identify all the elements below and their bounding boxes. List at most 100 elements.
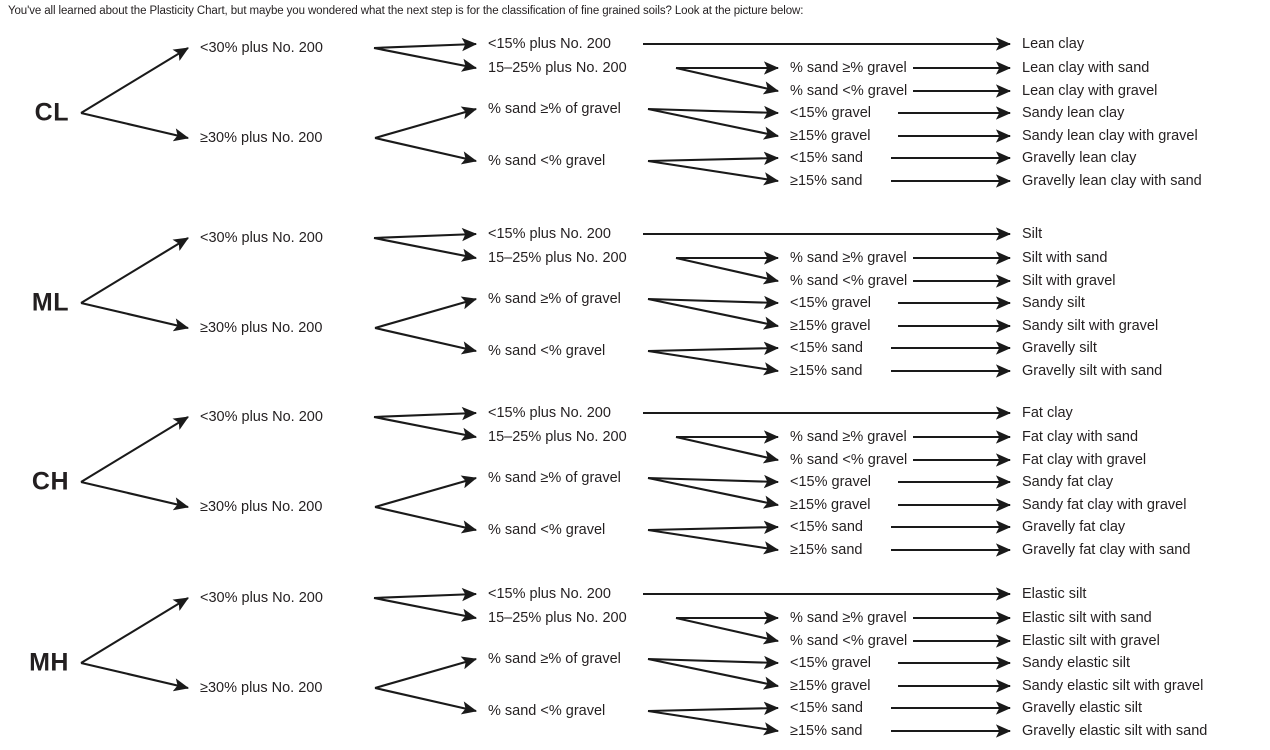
- block-ml-edge-c3-2-c4b: [647, 297, 780, 330]
- block-ch-edge-c2b-c3c: [374, 475, 478, 509]
- block-ml-col3-node-3: % sand <% gravel: [488, 342, 606, 359]
- block-mh-col4-node-2: <15% gravel: [790, 654, 872, 671]
- block-mh-edge-c3-2-c4a: [647, 655, 780, 670]
- block-mh-col4-node-1: % sand <% gravel: [790, 632, 908, 649]
- block-ml-leaf-5: Gravelly silt: [1022, 339, 1097, 356]
- block-ml-col4-node-3: ≥15% gravel: [790, 317, 871, 334]
- block-cl-col2-node-1: ≥30% plus No. 200: [200, 129, 323, 146]
- block-mh-col3-node-3: % sand <% gravel: [488, 702, 606, 719]
- block-mh-leaf-5: Gravelly elastic silt: [1022, 699, 1143, 716]
- block-ch-col4-node-2: <15% gravel: [790, 473, 872, 490]
- block-mh-leaf-6: Gravelly elastic silt with sand: [1022, 722, 1208, 739]
- block-ch-edge-c3-2-c4a: [647, 474, 780, 489]
- block-ch-leaf-6: Gravelly fat clay with sand: [1022, 541, 1191, 558]
- block-ml-edge-c3-3-c4a: [647, 341, 780, 355]
- block-ch-edge-c3-1-c4b: [675, 435, 780, 464]
- block-ml-leaf-0: Silt: [1022, 225, 1043, 242]
- block-ml-col4-node-0: % sand ≥% gravel: [790, 249, 907, 266]
- block-mh-leaf-0: Elastic silt: [1022, 585, 1087, 602]
- block-ch-leaf-1: Fat clay with sand: [1022, 428, 1139, 445]
- block-mh-edge-root-lower: [80, 661, 190, 692]
- block-ch-leaf-3: Sandy fat clay: [1022, 473, 1114, 490]
- block-cl-edge-c2b-c3c: [374, 106, 478, 140]
- block-ml-edge-root-lower: [80, 301, 190, 332]
- block-cl-leaf-1: Lean clay with sand: [1022, 59, 1150, 76]
- block-cl-col3-node-3: % sand <% gravel: [488, 152, 606, 169]
- block-cl-leaf-5: Gravelly lean clay: [1022, 149, 1137, 166]
- block-mh-edge-c2b-c3c: [374, 656, 478, 690]
- block-cl-leaf-6: Gravelly lean clay with sand: [1022, 172, 1202, 189]
- block-ch-edge-c2a-c3a: [373, 406, 478, 421]
- block-mh-leaf-4: Sandy elastic silt with gravel: [1022, 677, 1204, 694]
- block-cl-edge-c3-2-c4a: [647, 105, 780, 120]
- block-mh-leaf-2: Elastic silt with gravel: [1022, 632, 1160, 649]
- block-cl-edge-c3-3-c4a: [647, 151, 780, 165]
- block-ml-edge-c2b-c3c: [374, 296, 478, 330]
- block-mh-edge-c3-1-c4b: [675, 616, 780, 645]
- block-ch-col4-node-0: % sand ≥% gravel: [790, 428, 907, 445]
- block-ch-edge-c2a-c3b: [373, 415, 478, 441]
- block-ml-edge-c2a-c3a: [373, 227, 478, 242]
- block-mh-col3-node-2: % sand ≥% of gravel: [488, 650, 621, 667]
- block-mh-col4-node-3: ≥15% gravel: [790, 677, 871, 694]
- block-ml-col4-node-1: % sand <% gravel: [790, 272, 908, 289]
- block-ch-leaf-5: Gravelly fat clay: [1022, 518, 1126, 535]
- block-ml-col4-node-4: <15% sand: [790, 339, 863, 356]
- block-ml-leaf-1: Silt with sand: [1022, 249, 1108, 266]
- block-cl-col4-node-5: ≥15% sand: [790, 172, 863, 189]
- block-ml-edge-c2b-c3d: [374, 326, 478, 355]
- block-cl-col3-node-1: 15–25% plus No. 200: [488, 59, 627, 76]
- block-mh-edge-c3-3-c4a: [647, 701, 780, 715]
- block-ch-edge-root-upper: [80, 416, 189, 483]
- block-ml-edge-c2a-c3b: [373, 236, 478, 262]
- block-ml-col3-node-2: % sand ≥% of gravel: [488, 290, 621, 307]
- block-mh-edge-c3-3-c4b: [647, 709, 780, 736]
- block-ml-edge-c3-1-c4b: [675, 256, 780, 285]
- block-ml-leaf-4: Sandy silt with gravel: [1022, 317, 1159, 334]
- block-cl-edge-c3-2-c4b: [647, 107, 780, 140]
- block-ch-col4-node-4: <15% sand: [790, 518, 863, 535]
- block-ml-leaf-6: Gravelly silt with sand: [1022, 362, 1163, 379]
- block-cl-edge-c3-1-c4b: [675, 66, 780, 95]
- block-ml-edge-c3-2-c4a: [647, 295, 780, 310]
- block-cl-col4-node-4: <15% sand: [790, 149, 863, 166]
- block-mh-edge-c3-2-c4b: [647, 657, 780, 690]
- block-mh-col2-node-0: <30% plus No. 200: [200, 589, 323, 606]
- block-ml-col3-node-0: <15% plus No. 200: [488, 225, 611, 242]
- block-ml-col2-node-0: <30% plus No. 200: [200, 229, 323, 246]
- block-cl-edge-c2b-c3d: [374, 136, 478, 165]
- block-cl-edge-c3-3-c4b: [647, 159, 780, 186]
- block-mh-edge-c2a-c3a: [373, 587, 478, 602]
- block-cl-col4-node-0: % sand ≥% gravel: [790, 59, 907, 76]
- block-ml-root-label: ML: [31, 288, 69, 317]
- block-ch-col4-node-5: ≥15% sand: [790, 541, 863, 558]
- block-mh-col2-node-1: ≥30% plus No. 200: [200, 679, 323, 696]
- block-ch-col3-node-0: <15% plus No. 200: [488, 404, 611, 421]
- block-ch-edge-c3-2-c4b: [647, 476, 780, 509]
- block-ch-root-label: CH: [31, 467, 69, 496]
- block-ch-col4-node-1: % sand <% gravel: [790, 451, 908, 468]
- block-cl-leaf-2: Lean clay with gravel: [1022, 82, 1158, 99]
- intro-paragraph: You've all learned about the Plasticity …: [8, 5, 804, 17]
- block-ch-col4-node-3: ≥15% gravel: [790, 496, 871, 513]
- block-ml-edge-root-upper: [80, 237, 189, 304]
- block-cl-edge-c2a-c3b: [373, 46, 478, 72]
- block-ch-edge-c2b-c3d: [374, 505, 478, 534]
- block-cl-leaf-4: Sandy lean clay with gravel: [1022, 127, 1198, 144]
- block-cl-col4-node-1: % sand <% gravel: [790, 82, 908, 99]
- block-ch-edge-root-lower: [80, 480, 190, 511]
- block-ch-col3-node-1: 15–25% plus No. 200: [488, 428, 627, 445]
- block-cl-col3-node-0: <15% plus No. 200: [488, 35, 611, 52]
- block-mh-edge-root-upper: [80, 597, 189, 664]
- block-ch-col2-node-0: <30% plus No. 200: [200, 408, 323, 425]
- block-ch-leaf-2: Fat clay with gravel: [1022, 451, 1147, 468]
- block-mh-edge-c2a-c3b: [373, 596, 478, 622]
- block-ch-leaf-0: Fat clay: [1022, 404, 1073, 421]
- block-cl-col4-node-2: <15% gravel: [790, 104, 872, 121]
- block-mh-leaf-1: Elastic silt with sand: [1022, 609, 1152, 626]
- block-ch-leaf-4: Sandy fat clay with gravel: [1022, 496, 1187, 513]
- block-mh-edge-c2b-c3d: [374, 686, 478, 715]
- block-ml-col4-node-2: <15% gravel: [790, 294, 872, 311]
